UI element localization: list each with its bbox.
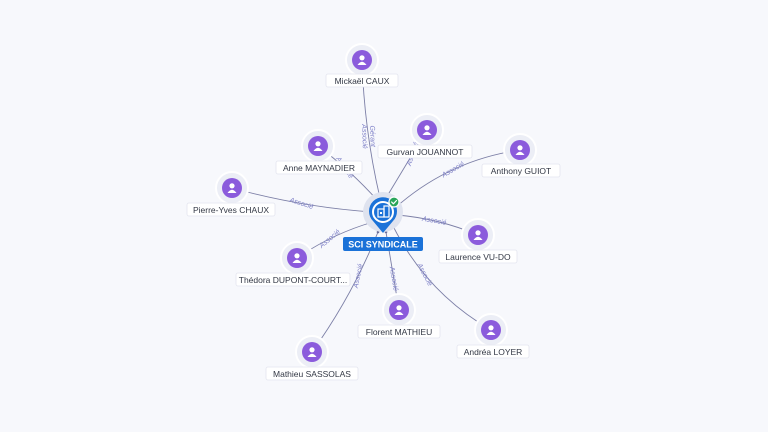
person-name-box (235, 272, 351, 287)
person-name: Laurence VU-DO (445, 252, 511, 262)
relation-label: Associé (352, 263, 364, 290)
person-icon (473, 230, 483, 240)
person-icon (292, 253, 302, 263)
relation-label: Associé (420, 216, 446, 227)
person-name: Thédora DUPONT-COURT... (239, 275, 347, 285)
person-name: Gurvan JOUANNOT (387, 147, 464, 157)
person-name-box (377, 144, 473, 159)
person-icon (515, 145, 525, 155)
person-icon (227, 183, 237, 193)
relation-label: Associé (288, 197, 315, 212)
person-name: Pierre-Yves CHAUX (193, 205, 269, 215)
person-name: Anne MAYNADIER (283, 163, 355, 173)
person-name-box (456, 344, 530, 359)
person-icon (357, 55, 367, 65)
relation-label: Associé (440, 161, 466, 180)
person-name-box (357, 324, 441, 339)
company-building-icon (377, 205, 390, 218)
person-name-box (481, 163, 561, 178)
person-node[interactable]: Thédora DUPONT-COURT... (235, 241, 351, 287)
person-icon (307, 347, 317, 357)
person-node[interactable]: Mickaël CAUX (325, 43, 399, 88)
person-name-box (275, 160, 363, 175)
verified-check-icon (388, 196, 400, 208)
person-name: Andréa LOYER (464, 347, 523, 357)
person-name-box (438, 249, 518, 264)
person-node[interactable]: Mathieu SASSOLAS (265, 335, 359, 381)
person-name: Mathieu SASSOLAS (273, 369, 351, 379)
person-node[interactable]: Florent MATHIEU (357, 293, 441, 339)
relation-label: GérantAssocié (360, 123, 376, 149)
relation-label: Associé (388, 265, 399, 291)
person-name: Florent MATHIEU (366, 327, 432, 337)
person-name-box (325, 73, 399, 88)
person-name: Mickaël CAUX (335, 76, 390, 86)
center-company-node[interactable]: SCI SYNDICALE (343, 192, 423, 251)
center-label: SCI SYNDICALE (348, 240, 418, 250)
person-icon (394, 305, 404, 315)
person-node[interactable]: Pierre-Yves CHAUX (186, 171, 276, 217)
relation-label: Associé (415, 262, 433, 288)
person-name: Anthony GUIOT (491, 166, 551, 176)
person-icon (486, 325, 496, 335)
person-node[interactable]: Anne MAYNADIER (275, 129, 363, 175)
person-name-box (265, 366, 359, 381)
person-node[interactable]: Gurvan JOUANNOT (377, 113, 473, 159)
relation-label: Associé (318, 229, 342, 251)
person-icon (422, 125, 432, 135)
person-icon (313, 141, 323, 151)
person-node[interactable]: Anthony GUIOT (481, 133, 561, 178)
center-label-box (343, 237, 423, 251)
person-node[interactable]: Andréa LOYER (456, 313, 530, 359)
nodes-layer: Mickaël CAUX Gurvan JOUANNOT Anne MAYNADIE… (186, 43, 561, 381)
person-node[interactable]: Laurence VU-DO (438, 218, 518, 264)
person-name-box (186, 202, 276, 217)
